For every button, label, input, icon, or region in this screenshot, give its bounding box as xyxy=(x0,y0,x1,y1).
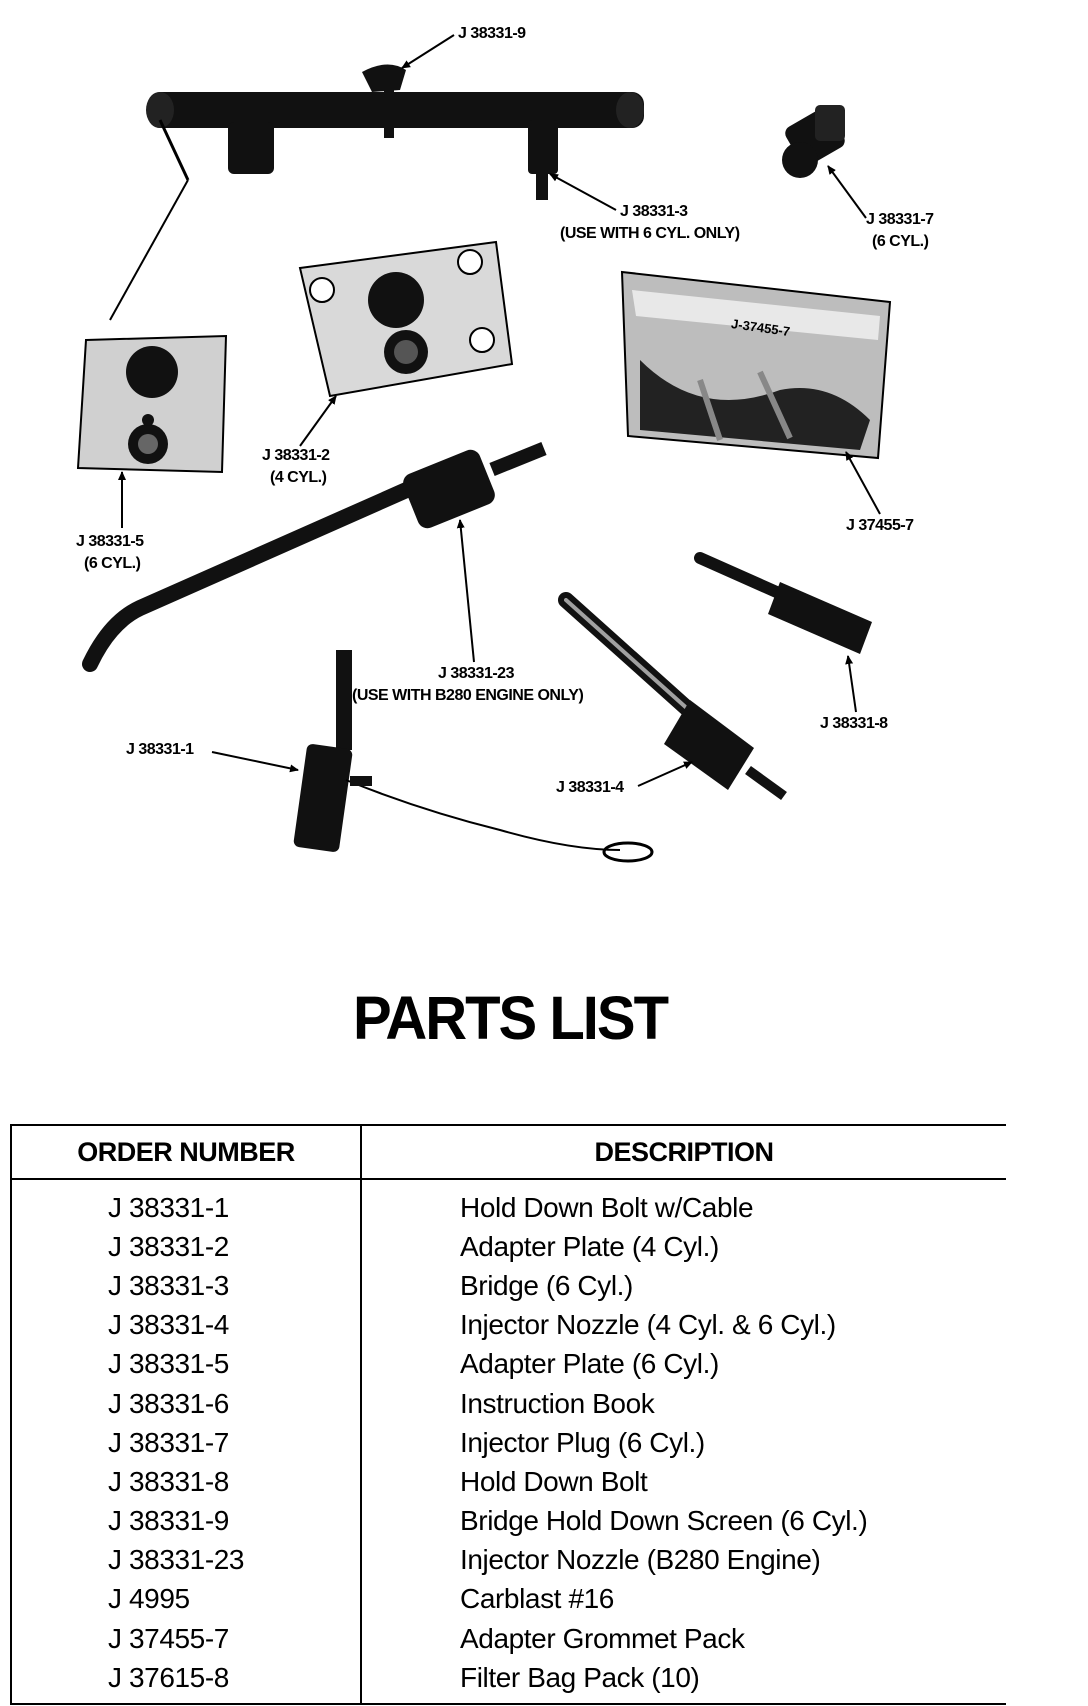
callout-j38331-3-note: (USE WITH 6 CYL. ONLY) xyxy=(560,225,740,242)
adapter-plate-6cyl-illustration xyxy=(76,334,228,474)
order-number-cell: J 38331-8 xyxy=(10,1462,362,1502)
adapter-plate-4cyl-illustration xyxy=(298,240,514,398)
injector-plug-illustration xyxy=(782,105,845,178)
leader-j38331-23 xyxy=(456,519,475,663)
bridge-illustration xyxy=(146,64,644,200)
callout-j38331-2-note: (4 CYL.) xyxy=(270,469,327,486)
description-cell: Injector Nozzle (B280 Engine) xyxy=(460,1544,821,1576)
table-row: J 37455-7 Adapter Grommet Pack xyxy=(10,1619,1006,1659)
injector-nozzle-4cyl-6cyl-illustration xyxy=(558,592,787,801)
table-row: J 38331-5 Adapter Plate (6 Cyl.) xyxy=(10,1344,1006,1384)
callout-j38331-4: J 38331-4 xyxy=(556,779,624,796)
leader-j38331-8 xyxy=(845,655,857,713)
callout-j38331-3: J 38331-3 xyxy=(620,203,688,220)
table-row: J 38331-4 Injector Nozzle (4 Cyl. & 6 Cyl… xyxy=(10,1305,1006,1345)
cable-line xyxy=(109,179,189,321)
callout-j38331-7-note: (6 CYL.) xyxy=(872,233,929,250)
description-cell: Adapter Grommet Pack xyxy=(460,1622,745,1654)
table-row: J 38331-2 Adapter Plate (4 Cyl.) xyxy=(10,1227,1006,1267)
description-cell: Bridge Hold Down Screen (6 Cyl.) xyxy=(460,1505,868,1537)
order-number-cell: J 4995 xyxy=(10,1579,362,1620)
page-title: PARTS LIST xyxy=(352,984,669,1053)
callout-j38331-2: J 38331-2 xyxy=(262,447,330,464)
callout-j37455-7: J 37455-7 xyxy=(846,517,914,534)
order-number-cell: J 38331-7 xyxy=(10,1423,362,1463)
description-cell: Injector Plug (6 Cyl.) xyxy=(460,1426,705,1458)
callout-j38331-8: J 38331-8 xyxy=(820,715,888,732)
order-number-cell: J 38331-1 xyxy=(10,1179,362,1228)
order-number-cell: J 38331-4 xyxy=(10,1305,362,1345)
callout-j38331-1: J 38331-1 xyxy=(126,741,194,758)
description-cell: Instruction Book xyxy=(460,1387,655,1419)
leader-j38331-9 xyxy=(401,34,455,69)
callouts: J 38331-9 J 38331-3 (USE WITH 6 CYL. ONL… xyxy=(76,25,935,796)
order-number-cell: J 38331-2 xyxy=(10,1227,362,1267)
table-row: J 38331-6 Instruction Book xyxy=(10,1383,1006,1424)
order-number-cell: J 38331-6 xyxy=(10,1383,362,1424)
leader-j38331-7 xyxy=(827,165,867,219)
table-row: J 38331-9 Bridge Hold Down Screen (6 Cyl.… xyxy=(10,1501,1006,1541)
leader-j38331-3 xyxy=(549,173,617,211)
order-number-cell: J 38331-9 xyxy=(10,1501,362,1541)
table-row: J 38331-23 Injector Nozzle (B280 Engine) xyxy=(10,1540,1006,1580)
parts-table-body: J 38331-1 Hold Down Bolt w/Cable J 38331-2… xyxy=(10,1179,1006,1706)
description-cell: Hold Down Bolt w/Cable xyxy=(460,1191,754,1223)
description-cell: Adapter Plate (6 Cyl.) xyxy=(460,1348,719,1380)
callout-j38331-23-note: (USE WITH B280 ENGINE ONLY) xyxy=(352,687,583,704)
leader-j38331-2 xyxy=(299,395,337,447)
leader-j38331-1 xyxy=(211,751,299,773)
table-header-row: ORDER NUMBER DESCRIPTION xyxy=(10,1124,1006,1180)
table-row: J 4995 Carblast #16 xyxy=(10,1579,1006,1620)
table-row: J 38331-1 Hold Down Bolt w/Cable xyxy=(10,1179,1006,1228)
order-number-cell: J 38331-3 xyxy=(10,1266,362,1306)
parts-diagram: J-37455-7 J 38331-9 J 38331-3 (USE WITH … xyxy=(76,25,935,863)
description-cell: Hold Down Bolt xyxy=(460,1465,648,1497)
callout-j38331-7: J 38331-7 xyxy=(866,211,934,228)
order-number-cell: J 37455-7 xyxy=(10,1619,362,1659)
callout-j38331-9: J 38331-9 xyxy=(458,25,526,42)
column-header-order-number: ORDER NUMBER xyxy=(10,1124,362,1180)
description-cell: Adapter Plate (4 Cyl.) xyxy=(460,1230,719,1262)
leader-j37455-7 xyxy=(845,451,881,515)
order-number-cell: J 38331-5 xyxy=(10,1344,362,1384)
description-cell: Bridge (6 Cyl.) xyxy=(460,1269,633,1301)
grommet-bag-illustration: J-37455-7 xyxy=(620,270,892,460)
hold-down-bolt-with-cable-illustration xyxy=(293,650,654,863)
description-cell: Carblast #16 xyxy=(460,1583,614,1615)
description-cell: Injector Nozzle (4 Cyl. & 6 Cyl.) xyxy=(460,1309,836,1341)
callout-j38331-23: J 38331-23 xyxy=(438,665,515,682)
table-row: J 38331-7 Injector Plug (6 Cyl.) xyxy=(10,1423,1006,1463)
description-cell: Filter Bag Pack (10) xyxy=(361,1658,1006,1706)
callout-j38331-5-note: (6 CYL.) xyxy=(84,555,141,572)
leader-j38331-4 xyxy=(637,761,693,787)
order-number-cell: J 37615-8 xyxy=(10,1658,362,1706)
injector-nozzle-b280-illustration xyxy=(82,442,547,672)
hold-down-bolt-illustration xyxy=(694,552,872,654)
order-number-cell: J 38331-23 xyxy=(10,1540,362,1580)
column-header-description: DESCRIPTION xyxy=(361,1124,1006,1180)
callout-j38331-5: J 38331-5 xyxy=(76,533,144,550)
table-row: J 38331-8 Hold Down Bolt xyxy=(10,1462,1006,1502)
table-row: J 38331-3 Bridge (6 Cyl.) xyxy=(10,1266,1006,1306)
